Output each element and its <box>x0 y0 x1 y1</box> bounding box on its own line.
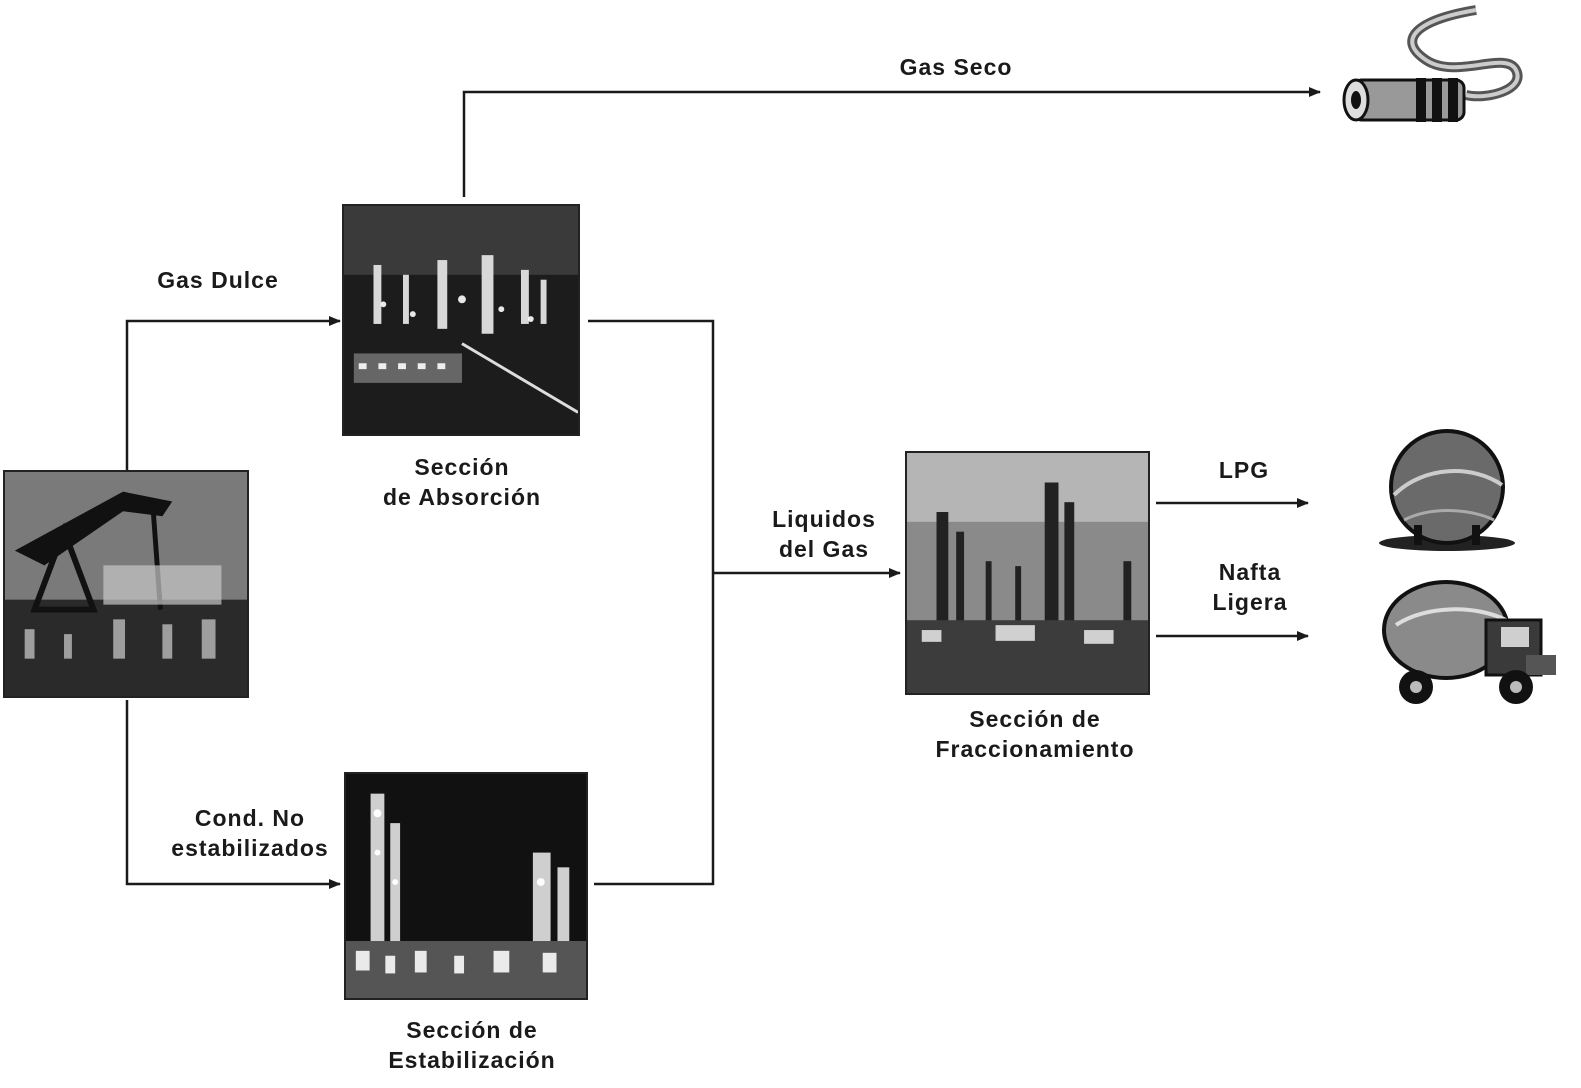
gas-seco-label: Gas Seco <box>876 52 1036 82</box>
oil-pumpjack-photo <box>3 470 249 698</box>
lpg-label: LPG <box>1194 455 1294 485</box>
gas-dulce-flow <box>127 321 340 470</box>
absorcion-section-label: Sección de Absorción <box>342 452 582 512</box>
estabilizacion-section-label: Sección de Estabilización <box>352 1015 592 1075</box>
tanker-truck-icon <box>1376 565 1562 710</box>
nafta-ligera-label: Nafta Ligera <box>1190 557 1310 617</box>
condensados-label: Cond. No estabilizados <box>160 803 340 863</box>
fraccionamiento-section-label: Sección de Fraccionamiento <box>900 704 1170 764</box>
refinery-towers-night-photo <box>344 772 588 1000</box>
gas-plant-night-photo <box>342 204 580 436</box>
spherical-tank-icon <box>1374 425 1520 553</box>
gas-pipeline-icon <box>1336 0 1536 130</box>
gas-dulce-label: Gas Dulce <box>138 265 298 295</box>
fractionation-plant-photo <box>905 451 1150 695</box>
liquidos-gas-label: Liquidos del Gas <box>754 504 894 564</box>
absorcion-liquids-flow <box>588 321 713 884</box>
gas-seco-flow <box>464 92 1320 197</box>
